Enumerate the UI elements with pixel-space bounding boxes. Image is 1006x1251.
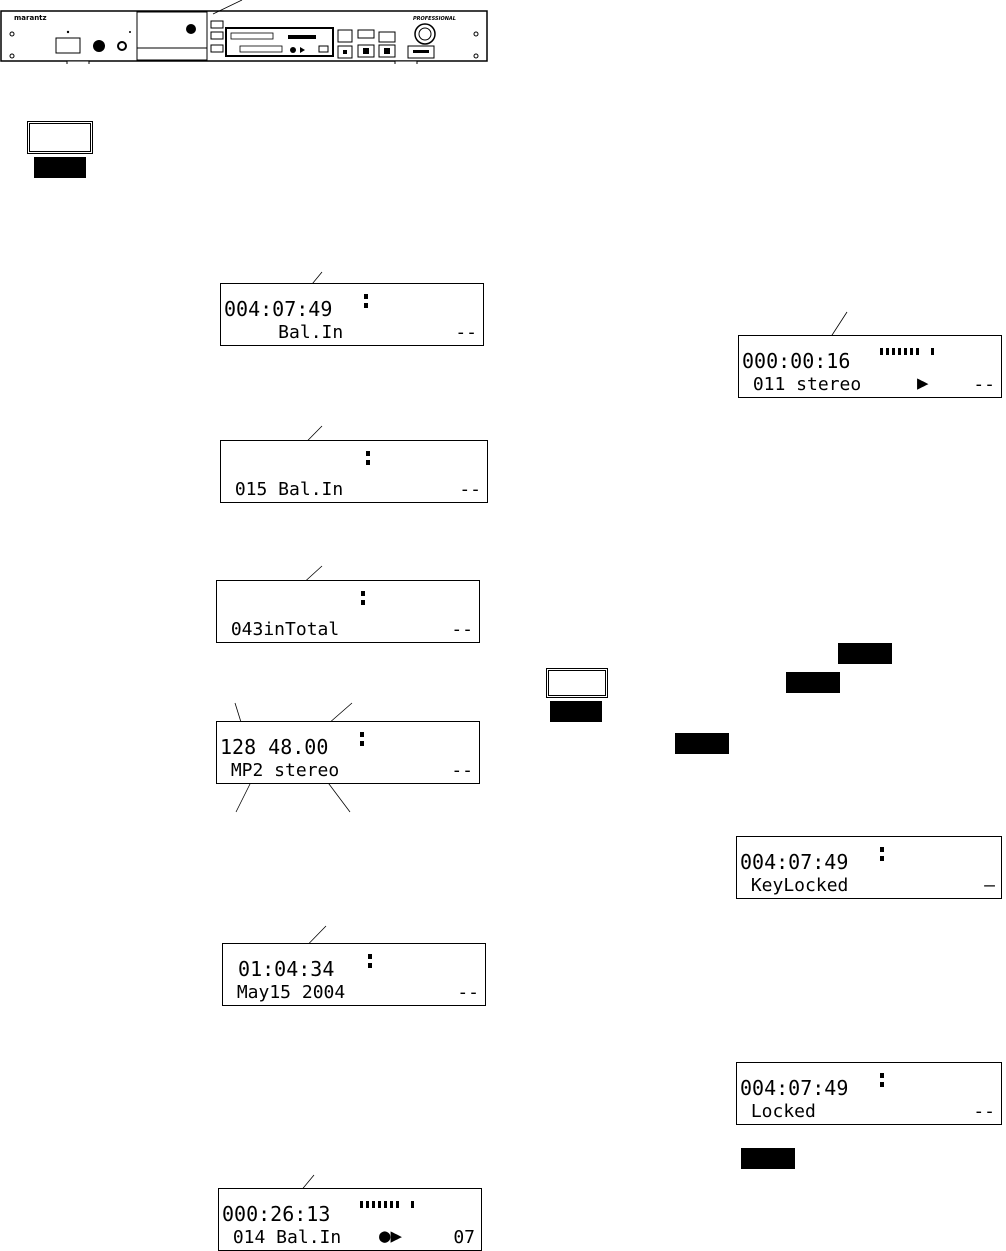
transport-icons: ●▶ [379, 1225, 402, 1247]
panel-key-black-right [550, 701, 602, 722]
inline-key-2 [786, 672, 840, 693]
inline-key-3 [675, 733, 729, 754]
panel-key-outline [27, 121, 93, 154]
lcd-format-info: 128 48.00 MP2 stereo -- [216, 721, 480, 784]
device-front-panel: marantz PROFESSIONAL [0, 10, 488, 64]
series-label: PROFESSIONAL [413, 16, 456, 22]
lcd-total-tracks: 043inTotal -- [216, 580, 480, 643]
play-icon: ▶ [917, 372, 929, 394]
lcd-elapsed-time: 004:07:49 Bal.In -- [220, 283, 484, 346]
panel-key-outline-right [546, 668, 608, 698]
inline-key-4 [741, 1148, 795, 1169]
panel-key-black [34, 157, 86, 178]
lcd-track-number: 015 Bal.In -- [220, 440, 488, 503]
lcd-playback: 000:00:16 011 stereo ▶ -- [738, 335, 1002, 398]
lcd-recording: 000:26:13 014 Bal.In ●▶ 07 [218, 1188, 482, 1251]
lcd-date-time: 01:04:34 May15 2004 -- [222, 943, 486, 1006]
inline-key-1 [838, 643, 892, 664]
lcd-key-locked: 004:07:49 KeyLocked — [736, 836, 1002, 899]
brand-logo: marantz [14, 14, 47, 22]
lcd-locked: 004:07:49 Locked -- [736, 1062, 1002, 1125]
